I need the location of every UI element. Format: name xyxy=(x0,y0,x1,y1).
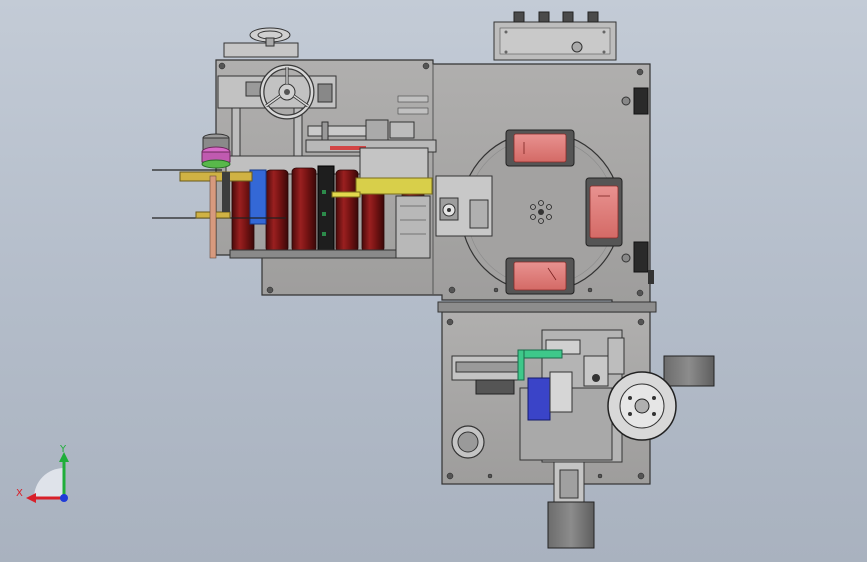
coordinate-triad: Y X xyxy=(16,444,69,503)
pick-gripper xyxy=(435,175,493,237)
bottom-motor xyxy=(547,461,595,549)
plate-mounting-holes xyxy=(218,62,644,297)
right-sensor-blocks xyxy=(621,87,654,284)
blue-actuator xyxy=(527,371,573,421)
blue-roller-sleeve xyxy=(249,169,267,225)
left-feed-arms xyxy=(152,169,286,259)
y-axis-label: Y xyxy=(59,444,67,455)
black-guide-strip xyxy=(317,165,335,257)
yellow-slide-unit xyxy=(331,147,433,259)
top-right-bracket xyxy=(397,95,429,115)
lower-sensors xyxy=(583,337,625,387)
workpiece-nest-bottom xyxy=(505,257,575,295)
z-axis-dot xyxy=(60,494,68,502)
handwheel-assembly xyxy=(217,42,337,165)
control-knobs xyxy=(513,11,599,23)
rotary-turntable xyxy=(460,129,623,295)
lower-round-knob xyxy=(451,425,485,459)
turntable-hub xyxy=(530,200,552,224)
control-box-port xyxy=(571,41,583,53)
workpiece-nest-top xyxy=(505,129,575,167)
workpiece-nest-right xyxy=(585,177,623,247)
handwheel-main xyxy=(259,64,315,120)
pink-spool xyxy=(201,133,231,169)
handwheel-top xyxy=(249,27,291,47)
reel-disc xyxy=(607,355,715,441)
green-cable-carrier xyxy=(517,349,563,381)
x-axis-label: X xyxy=(16,488,23,499)
top-control-box xyxy=(493,11,617,61)
